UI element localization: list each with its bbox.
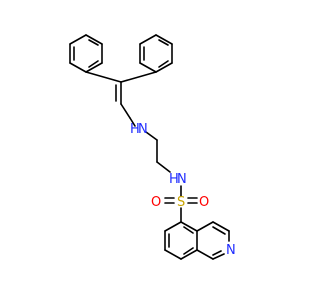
sulfonamide-n-label: N	[177, 172, 187, 187]
molecule-structure: N H N H S O O N	[69, 34, 236, 260]
oxygen-right-label: O	[199, 195, 209, 210]
bond-lines	[69, 34, 230, 260]
amine-h-label: H	[130, 122, 140, 137]
sulfonamide-h-label: H	[169, 172, 179, 187]
amine-n-label: N	[138, 122, 148, 137]
sulfur-label: S	[177, 195, 185, 210]
ring-n-label: N	[226, 243, 236, 258]
oxygen-left-label: O	[151, 195, 161, 210]
